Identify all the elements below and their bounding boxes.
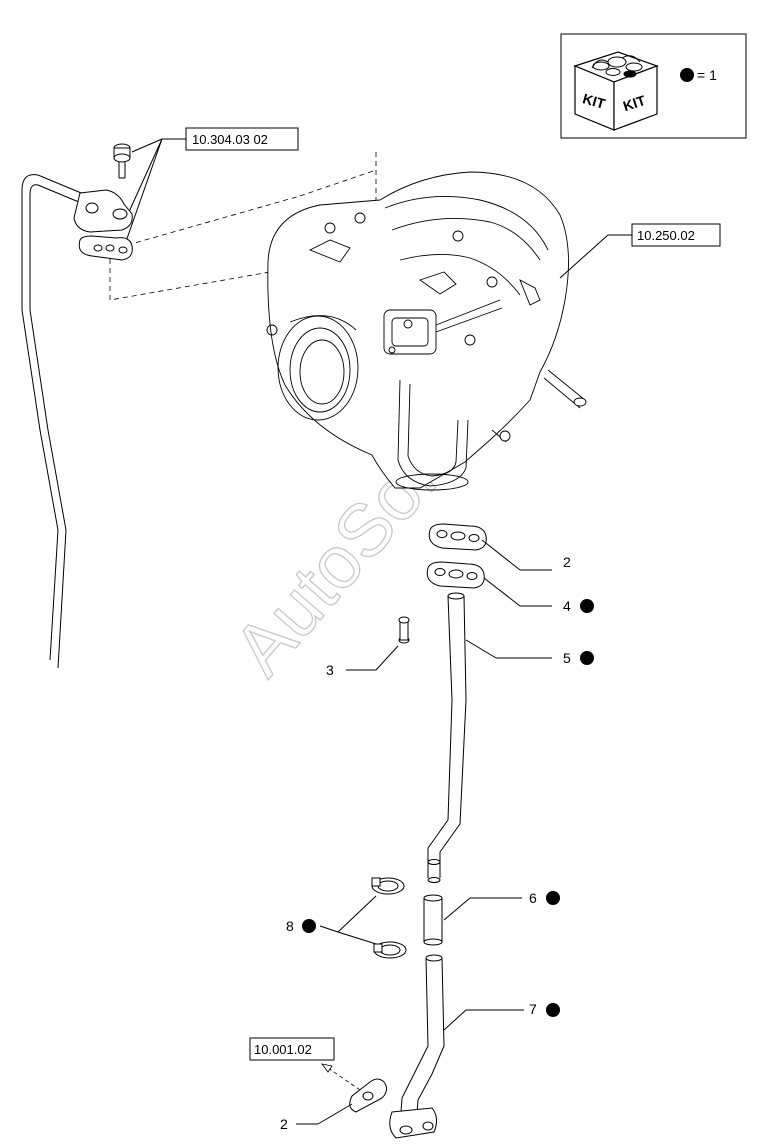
callout-8: 8 [286,918,316,934]
bolt-item-3 [398,616,410,644]
oil-feed-pipe-left [21,174,133,669]
kit-dot-icon [580,651,594,665]
callout-number: 2 [563,554,571,570]
callout-number: 2 [280,1116,288,1132]
gasket-upper [428,523,487,551]
callout-number: 5 [563,650,571,666]
kit-dot-icon [680,68,694,82]
kit-label-right: KIT [621,92,648,114]
callout-number: 4 [563,598,571,614]
ref-box-bottom[interactable]: 10.001.02 [249,1037,335,1061]
callout-number: 6 [529,890,537,906]
callout-number: 8 [286,918,294,934]
kit-box-icon [573,51,659,131]
drain-pipe-upper [427,592,467,883]
ref-box-turbo[interactable]: 10.250.02 [631,223,721,247]
kit-dot-icon [546,891,560,905]
ref-top-left-text: 10.304.03 02 [192,132,268,147]
callout-leaders [296,539,552,1125]
callout-2-upper: 2 [563,554,571,570]
arrow-head-bottom [321,1063,333,1073]
gasket-lower [426,561,485,589]
kit-dot-icon [546,1003,560,1017]
hose [423,894,443,946]
callout-number: 7 [529,1001,537,1017]
dashed-boundary [109,152,377,301]
leaders-top-left [123,138,186,248]
callout-3: 3 [326,662,334,678]
gasket-bottom [349,1078,388,1113]
ref-box-top-left[interactable]: 10.304.03 02 [185,127,299,151]
callout-number: 3 [326,662,334,678]
callout-7: 7 [529,1001,560,1017]
ref-turbo-text: 10.250.02 [637,228,695,243]
callout-5: 5 [563,650,594,666]
callout-6: 6 [529,890,560,906]
leader-turbo [559,234,632,279]
bolt-top [113,143,131,179]
drain-pipe-lower [389,954,445,1139]
turbocharger [266,171,587,491]
kit-equals-text: = 1 [697,67,717,83]
clamps [371,877,407,959]
kit-dot-icon [302,919,316,933]
kit-legend: KIT KIT = 1 [560,33,747,139]
callout-4: 4 [563,598,594,614]
kit-label-left: KIT [581,90,608,112]
kit-dot-icon [580,599,594,613]
ref-bottom-text: 10.001.02 [254,1042,312,1057]
callout-2-lower: 2 [280,1116,288,1132]
dashed-arrow-bottom [327,1067,361,1091]
